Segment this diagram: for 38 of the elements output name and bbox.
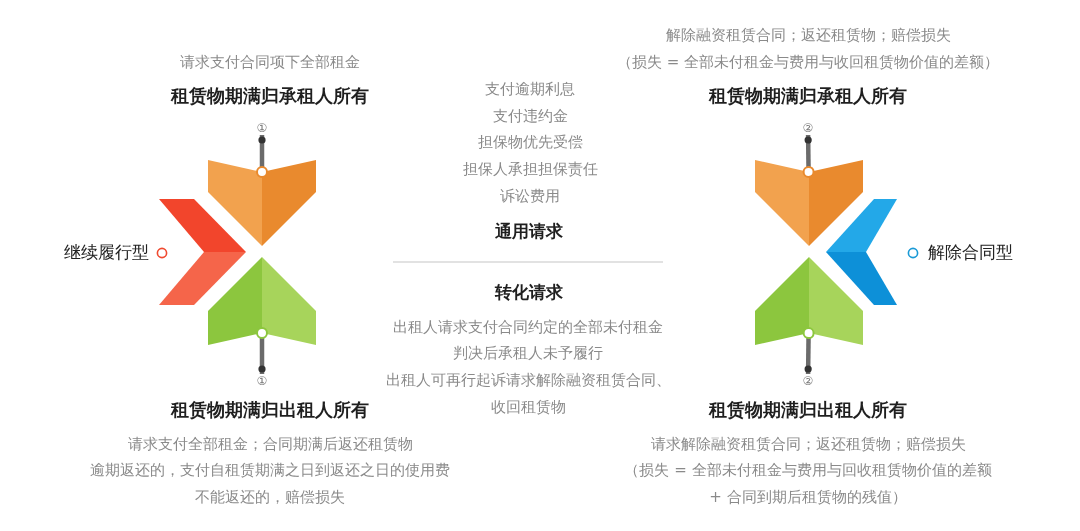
claim-item: 支付逾期利息	[485, 79, 575, 99]
leader-line	[256, 327, 268, 374]
v-shape-tile	[159, 199, 246, 305]
description-text: 解除融资租赁合同；返还租赁物；赔偿损失	[665, 25, 951, 45]
section-heading: 通用请求	[495, 221, 563, 243]
callout-number: ②	[802, 374, 814, 388]
section-heading: 转化请求	[495, 282, 563, 304]
callout-number: ①	[256, 121, 268, 135]
callout-number: ①	[256, 374, 268, 388]
description-text: （损失 = 全部未付租金与费用与收回租赁物价值的差额）	[616, 52, 1000, 72]
description-text: 不能返还的，赔偿损失	[195, 487, 345, 507]
claim-item: 担保人承担担保责任	[462, 159, 598, 179]
description-text: 判决后承租人未予履行	[453, 343, 603, 363]
v-shape-tile	[755, 160, 863, 246]
claim-item: 支付违约金	[492, 106, 568, 126]
section-heading: 租赁物期满归出租人所有	[171, 400, 369, 422]
v-shape-tile	[755, 257, 863, 345]
leader-line	[802, 134, 815, 178]
description-text: 逾期返还的，支付自租赁期满之日到返还之日的使用费	[90, 460, 450, 480]
type-label: 继续履行型	[63, 242, 149, 264]
claim-item: 诉讼费用	[500, 186, 560, 206]
description-text: 出租人请求支付合同约定的全部未付租金	[393, 317, 663, 337]
callout-number: ②	[802, 121, 814, 135]
v-shape-tile	[208, 160, 316, 246]
description-text: 出租人可再行起诉请求解除融资租赁合同、收回租赁物	[384, 369, 672, 417]
v-shape-tile	[826, 199, 897, 305]
claim-item: 担保物优先受偿	[477, 132, 583, 152]
v-shape-tile	[208, 257, 316, 345]
leader-line	[802, 327, 815, 375]
description-text: 请求支付合同项下全部租金	[180, 52, 360, 72]
section-heading: 租赁物期满归承租人所有	[709, 86, 907, 108]
leader-line	[256, 135, 268, 178]
section-heading: 租赁物期满归承租人所有	[171, 86, 369, 108]
description-text: 请求解除融资租赁合同；返还租赁物；赔偿损失	[650, 434, 966, 454]
type-label: 解除合同型	[927, 242, 1013, 264]
description-text: 请求支付全部租金；合同期满后返还租赁物	[127, 434, 413, 454]
section-heading: 租赁物期满归出租人所有	[709, 400, 907, 422]
description-text: （损失 = 全部未付租金与费用与回收租赁物价值的差额 + 合同到期后租赁物的残值）	[624, 459, 992, 507]
